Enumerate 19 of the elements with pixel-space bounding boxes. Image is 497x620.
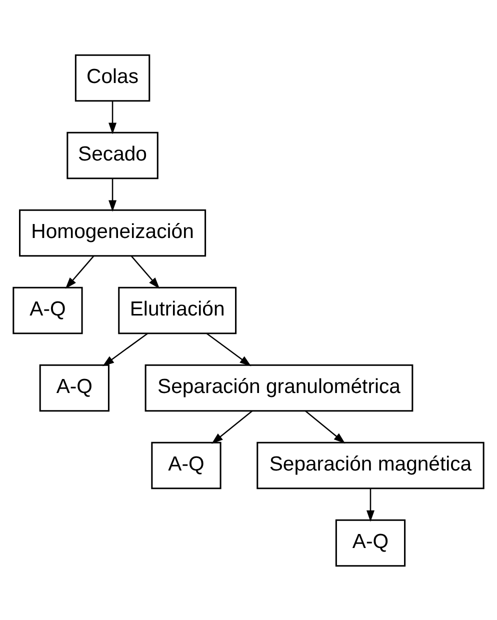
arrow (212, 410, 253, 444)
arrow (206, 332, 252, 366)
node-box: A-Q (335, 518, 406, 566)
arrow (130, 255, 160, 288)
node-box: A-Q (12, 286, 83, 334)
arrow (305, 410, 346, 444)
node-box: Homogeneización (19, 208, 206, 256)
arrow (108, 100, 117, 134)
node-box: Secado (66, 131, 158, 179)
node-box: Separación granulométrica (144, 364, 414, 412)
node-box: Elutriación (118, 286, 237, 334)
node-box: A-Q (151, 441, 222, 489)
arrow (65, 255, 94, 288)
arrow (108, 178, 117, 212)
node-box: Separación magnética (256, 441, 484, 489)
arrow (102, 332, 148, 366)
node-box: A-Q (39, 364, 110, 412)
node-box: Colas (74, 54, 150, 102)
arrow (366, 488, 374, 522)
